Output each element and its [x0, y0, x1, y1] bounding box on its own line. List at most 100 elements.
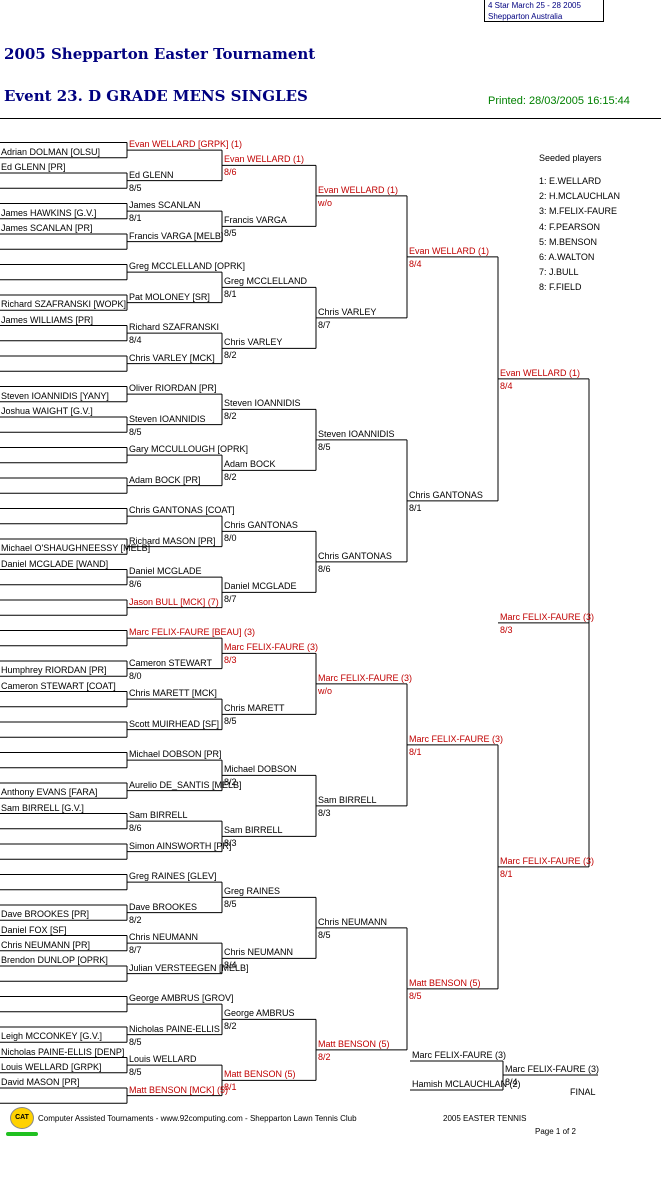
- player-name: Julian VERSTEEGEN [MELB]: [129, 962, 249, 973]
- match-score: 8/2: [318, 1051, 331, 1062]
- footer-credit: Computer Assisted Tournaments - www.92co…: [38, 1114, 357, 1123]
- player-name: Sam BIRRELL: [129, 810, 188, 821]
- player-name: Adam BOCK: [224, 459, 276, 470]
- match-score: 8/5: [224, 716, 237, 727]
- tournament-title: 2005 Shepparton Easter Tournament: [4, 45, 316, 63]
- player-name: Marc FELIX-FAURE (3): [500, 855, 595, 866]
- match-score: 8/5: [129, 182, 142, 193]
- entrant-name: James HAWKINS [G.V.]: [1, 207, 97, 218]
- player-name: Nicholas PAINE-ELLIS: [129, 1023, 220, 1034]
- entrant-name: Chris NEUMANN [PR]: [1, 939, 91, 950]
- entrant-name: Anthony EVANS [FARA]: [1, 787, 98, 798]
- entrant-name: Richard SZAFRANSKI [WOPK]: [1, 299, 127, 310]
- player-name: Chris VARLEY: [224, 337, 283, 348]
- player-name: Marc FELIX-FAURE (3): [318, 672, 413, 683]
- entrant-name: Steven IOANNIDIS [YANY]: [1, 390, 109, 401]
- player-name: Dave BROOKES: [129, 901, 198, 912]
- player-name: George AMBRUS [GROV]: [129, 993, 234, 1004]
- semifinal-winner-score: 8/3: [500, 624, 513, 635]
- event-title: Event 23. D GRADE MENS SINGLES: [4, 87, 308, 105]
- player-name: Matt BENSON (5): [224, 1069, 296, 1080]
- match-score: w/o: [318, 197, 333, 208]
- entrant-name: Michael O'SHAUGHNEESSY [MELB]: [1, 543, 151, 554]
- player-name: Matt BENSON (5): [409, 977, 481, 988]
- player-name: Evan WELLARD (1): [224, 154, 305, 165]
- player-name: Marc FELIX-FAURE (3): [224, 642, 319, 653]
- logo-underline: [6, 1132, 38, 1136]
- champion-score: 8/4: [505, 1077, 518, 1087]
- entrant-name: James WILLIAMS [PR]: [1, 314, 94, 325]
- match-score: 8/7: [318, 319, 331, 330]
- cat-logo-icon: CAT: [10, 1107, 34, 1129]
- match-score: 8/1: [500, 868, 513, 879]
- player-name: Matt BENSON (5): [318, 1038, 390, 1049]
- match-score: 8/7: [129, 945, 142, 956]
- header-divider: [0, 118, 661, 119]
- player-name: Adam BOCK [PR]: [129, 474, 201, 485]
- seed-entry: 5: M.BENSON: [539, 236, 598, 247]
- match-score: 8/1: [224, 1082, 237, 1093]
- player-name: Greg MCCLELLAND [OPRK]: [129, 261, 246, 272]
- player-name: Aurelio DE_SANTIS [MELB]: [129, 779, 242, 790]
- match-score: 8/5: [409, 990, 422, 1001]
- match-score: 8/4: [224, 960, 237, 971]
- match-score: 8/5: [129, 426, 142, 437]
- footer-event: 2005 EASTER TENNIS: [443, 1114, 527, 1123]
- tournament-info-box: 4 Star March 25 - 28 2005 Shepparton Aus…: [484, 0, 604, 22]
- player-name: Daniel MCGLADE: [129, 566, 202, 577]
- player-name: Chris MARETT [MCK]: [129, 688, 217, 699]
- finalist-1-name: Marc FELIX-FAURE (3): [412, 1050, 507, 1060]
- player-name: Chris VARLEY: [318, 306, 377, 317]
- player-name: Jason BULL [MCK] (7): [129, 596, 219, 607]
- player-name: Sam BIRRELL: [224, 825, 283, 836]
- match-score: 8/3: [224, 838, 237, 849]
- match-score: 8/7: [224, 594, 237, 605]
- entrant-name: Ed GLENN [PR]: [1, 162, 66, 172]
- player-name: Richard SZAFRANSKI: [129, 322, 220, 333]
- seed-entry: 6: A.WALTON: [539, 252, 595, 262]
- player-name: Steven IOANNIDIS: [129, 413, 206, 424]
- player-name: Steven IOANNIDIS: [224, 398, 301, 409]
- player-name: Evan WELLARD [GRPK] (1): [129, 139, 243, 150]
- match-score: 8/5: [224, 899, 237, 910]
- seed-entry: 3: M.FELIX-FAURE: [539, 206, 618, 217]
- match-score: 8/5: [129, 1067, 142, 1078]
- match-score: 8/6: [129, 823, 142, 834]
- final-label: FINAL: [570, 1087, 596, 1097]
- match-score: 8/2: [224, 411, 237, 422]
- player-name: Scott MUIRHEAD [SF]: [129, 718, 220, 729]
- player-name: Ed GLENN: [129, 169, 174, 180]
- match-score: 8/4: [129, 335, 142, 346]
- player-name: Marc FELIX-FAURE [BEAU] (3): [129, 627, 256, 638]
- seed-entry: 4: F.PEARSON: [539, 221, 601, 232]
- match-score: 8/5: [129, 1036, 142, 1047]
- match-score: 8/5: [318, 929, 331, 940]
- match-score: 8/4: [409, 258, 422, 269]
- match-score: 8/2: [224, 777, 237, 788]
- entrant-name: Louis WELLARD [GRPK]: [1, 1061, 102, 1072]
- player-name: Evan WELLARD (1): [318, 184, 399, 195]
- seeded-players-title: Seeded players: [539, 153, 602, 163]
- player-name: Chris MARETT: [224, 703, 285, 714]
- match-score: 8/1: [224, 289, 237, 300]
- entrant-name: Joshua WAIGHT [G.V.]: [1, 406, 93, 416]
- match-score: 8/2: [224, 472, 237, 483]
- match-score: 8/6: [129, 579, 142, 590]
- player-name: Chris GANTONAS: [318, 550, 392, 561]
- player-name: Evan WELLARD (1): [500, 367, 581, 378]
- seed-entry: 1: E.WELLARD: [539, 176, 602, 186]
- match-score: 8/1: [129, 213, 142, 224]
- finalist-2-name: Hamish MCLAUCHLAN (2): [412, 1079, 521, 1089]
- player-name: Francis VARGA [MELB]: [129, 230, 224, 241]
- player-name: Francis VARGA: [224, 215, 287, 226]
- match-score: 8/2: [129, 914, 142, 925]
- player-name: George AMBRUS: [224, 1008, 295, 1019]
- entrant-name: Brendon DUNLOP [OPRK]: [1, 955, 108, 965]
- page-number: Page 1 of 2: [535, 1127, 576, 1136]
- match-score: 8/1: [409, 746, 422, 757]
- player-name: Sam BIRRELL: [318, 794, 377, 805]
- player-name: Greg RAINES: [224, 886, 281, 897]
- player-name: Louis WELLARD: [129, 1054, 197, 1065]
- entrant-name: Leigh MCCONKEY [G.V.]: [1, 1031, 103, 1042]
